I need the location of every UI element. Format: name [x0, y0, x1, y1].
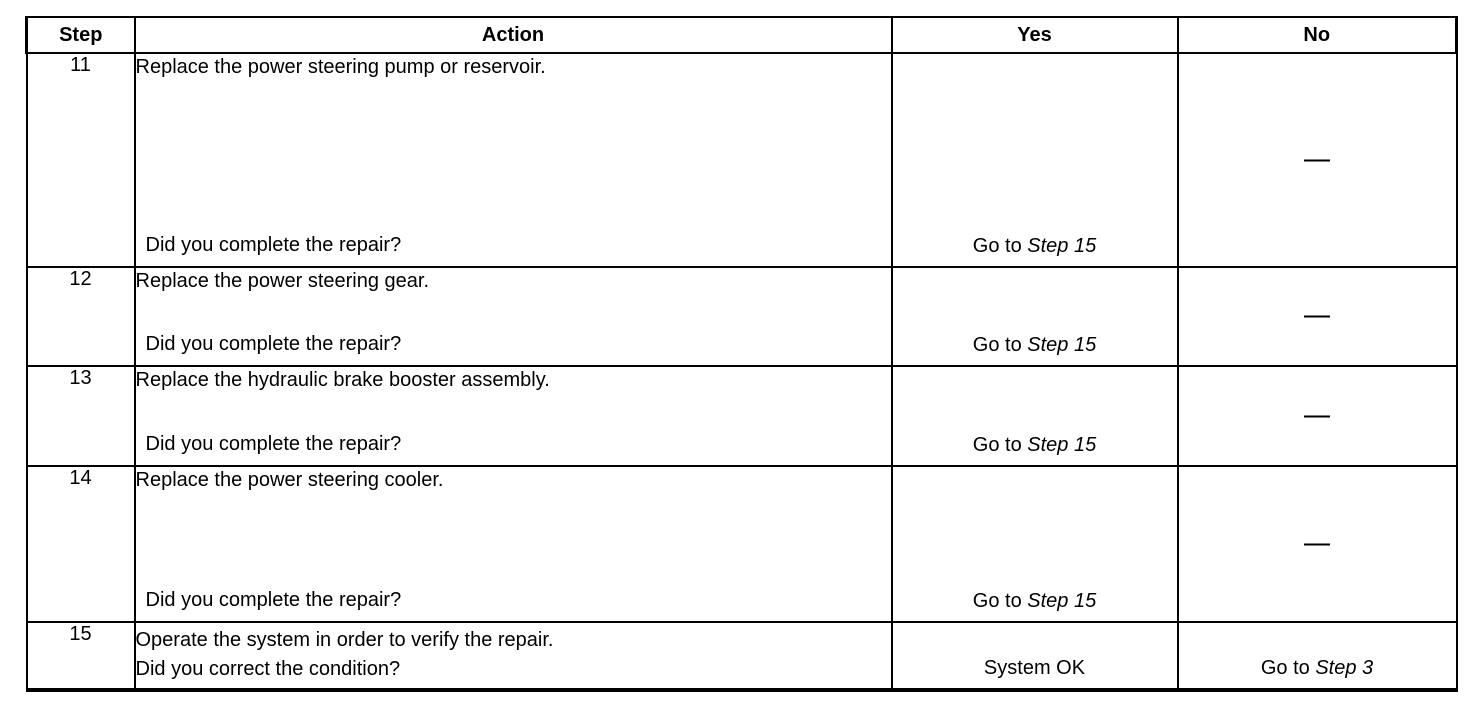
action-title: Replace the power steering gear. [135, 270, 430, 292]
column-header-action: Action [133, 16, 893, 54]
no-answer [1179, 305, 1456, 328]
no-answer: Go to Step 3 [1179, 657, 1456, 680]
yes-cell: System OK [890, 621, 1179, 692]
action-title: Replace the power steering cooler. [135, 469, 444, 491]
action-title: Replace the hydraulic brake booster asse… [135, 369, 550, 391]
yes-answer: Go to Step 15 [893, 235, 1177, 258]
em-dash-icon [1304, 315, 1330, 318]
yes-answer: Go to Step 15 [893, 590, 1177, 613]
action-cell: Replace the hydraulic brake booster asse… [133, 365, 893, 467]
table-row: 12 Replace the power steering gear. Did … [25, 266, 1458, 367]
no-answer [1179, 533, 1456, 556]
step-number-cell: 15 [25, 621, 136, 692]
yes-answer: System OK [893, 657, 1177, 680]
no-cell [1176, 465, 1458, 623]
diagnostic-step-table: Step Action Yes No 11 Replace the power … [25, 16, 1458, 692]
action-title: Replace the power steering pump or reser… [135, 56, 546, 78]
no-answer [1179, 149, 1456, 172]
action-question: Did you complete the repair? [145, 333, 402, 355]
header-row: Step Action Yes No [25, 16, 1458, 54]
yes-answer-target: Step 15 [1027, 434, 1097, 456]
yes-cell: Go to Step 15 [890, 266, 1179, 367]
yes-answer-prefix: Go to [972, 334, 1028, 356]
action-title: Operate the system in order to verify th… [135, 629, 554, 651]
step-number-cell: 11 [25, 52, 136, 268]
step-number-cell: 12 [25, 266, 136, 367]
yes-answer-prefix: Go to [972, 590, 1028, 612]
table-row: 14 Replace the power steering cooler. Di… [25, 465, 1458, 623]
yes-answer-prefix: Go to [972, 434, 1028, 456]
no-answer-target: Step 3 [1315, 657, 1374, 679]
action-cell: Replace the power steering cooler. Did y… [133, 465, 893, 623]
no-answer-prefix: Go to [1260, 657, 1316, 679]
em-dash-icon [1304, 543, 1330, 546]
column-header-no: No [1176, 16, 1458, 54]
yes-answer-target: Step 15 [1027, 590, 1097, 612]
action-question: Did you complete the repair? [145, 234, 402, 256]
em-dash-icon [1304, 159, 1330, 162]
table-body: 11 Replace the power steering pump or re… [25, 52, 1458, 692]
no-cell [1176, 52, 1458, 268]
yes-answer-prefix: System OK [983, 657, 1086, 679]
em-dash-icon [1304, 415, 1330, 418]
action-question: Did you complete the repair? [145, 433, 402, 455]
step-number-cell: 14 [25, 465, 136, 623]
table-row: 13 Replace the hydraulic brake booster a… [25, 365, 1458, 467]
yes-cell: Go to Step 15 [890, 365, 1179, 467]
yes-cell: Go to Step 15 [890, 465, 1179, 623]
action-question: Did you complete the repair? [145, 589, 402, 611]
action-cell: Replace the power steering gear. Did you… [133, 266, 893, 367]
column-header-yes: Yes [890, 16, 1179, 54]
no-answer [1179, 405, 1456, 428]
table-row: 15 Operate the system in order to verify… [25, 621, 1458, 692]
column-header-step: Step [25, 16, 136, 54]
no-cell [1176, 365, 1458, 467]
table-header: Step Action Yes No [25, 16, 1458, 54]
action-question: Did you correct the condition? [135, 658, 401, 680]
action-cell: Operate the system in order to verify th… [133, 621, 893, 692]
yes-answer: Go to Step 15 [893, 434, 1177, 457]
table-row: 11 Replace the power steering pump or re… [25, 52, 1458, 268]
yes-cell: Go to Step 15 [890, 52, 1179, 268]
yes-answer-target: Step 15 [1027, 334, 1097, 356]
no-cell [1176, 266, 1458, 367]
yes-answer-prefix: Go to [972, 235, 1028, 257]
step-number-cell: 13 [25, 365, 136, 467]
action-cell: Replace the power steering pump or reser… [133, 52, 893, 268]
no-cell: Go to Step 3 [1176, 621, 1458, 692]
yes-answer-target: Step 15 [1027, 235, 1097, 257]
yes-answer: Go to Step 15 [893, 334, 1177, 357]
